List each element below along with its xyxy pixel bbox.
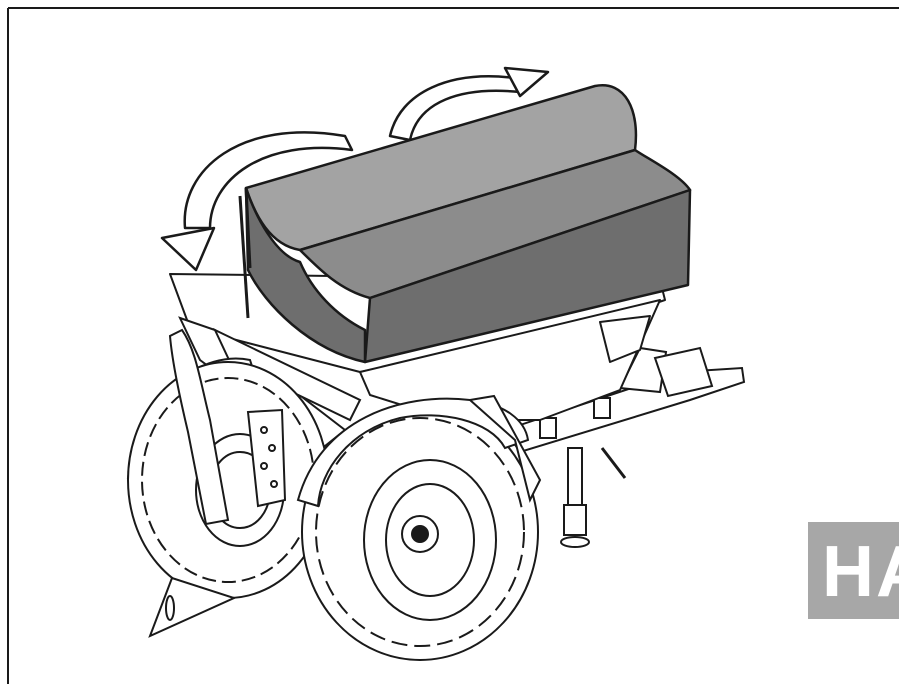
cover-frame [238,187,252,319]
axle-bracket [246,408,287,508]
rear-wheel [127,361,329,599]
drawbar [503,346,746,454]
section-tab: HA [808,522,899,619]
section-tab-label: HA [822,532,899,612]
fold-arrow-left [160,131,354,272]
front-wheel [301,403,539,661]
spinner-chute [168,328,230,526]
wheel-chock [148,576,237,638]
hopper-cover [244,83,692,364]
support-jack [560,447,627,548]
front-mudguard [296,394,542,508]
fold-arrow-right [388,66,550,142]
